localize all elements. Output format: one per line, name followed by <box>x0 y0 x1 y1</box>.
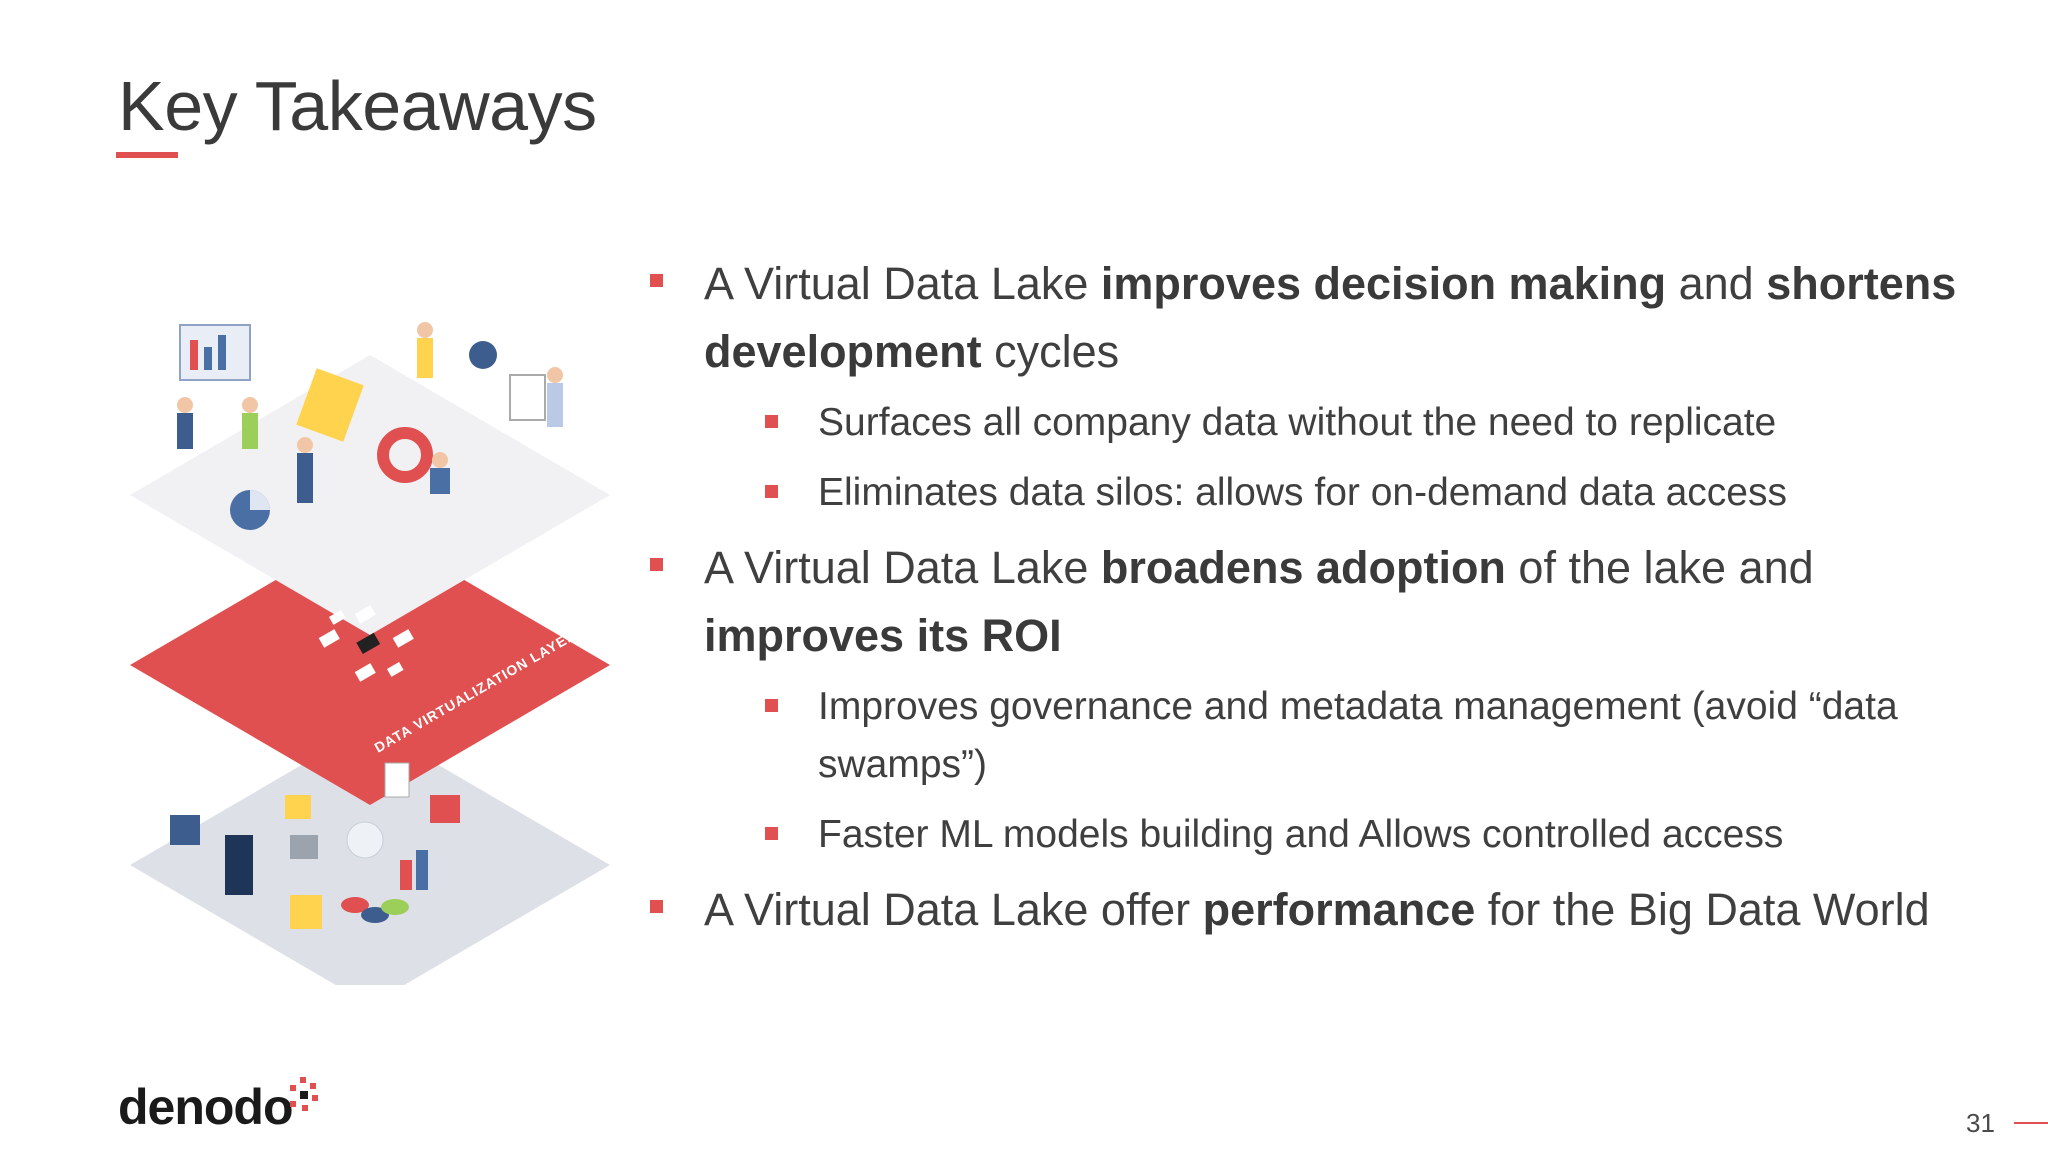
bullet-text: A Virtual Data Lake offer performance fo… <box>704 884 1930 935</box>
bullet-marker <box>765 699 778 712</box>
subbullet-governance: Improves governance and metadata managem… <box>648 678 1978 794</box>
subbullet-surfaces-data: Surfaces all company data without the ne… <box>648 394 1978 452</box>
slide-title: Key Takeaways <box>118 67 597 145</box>
bullet-broadens-adoption: A Virtual Data Lake broadens adoption of… <box>648 534 1978 670</box>
bullet-text: A Virtual Data Lake broadens adoption of… <box>704 542 1814 661</box>
bullet-text: Improves governance and metadata managem… <box>818 685 1898 786</box>
bullet-text: A Virtual Data Lake improves decision ma… <box>704 258 1957 377</box>
page-number-line <box>2014 1122 2048 1124</box>
subbullet-eliminates-silos: Eliminates data silos: allows for on-dem… <box>648 464 1978 522</box>
bullet-marker <box>650 558 663 571</box>
bullet-marker <box>650 274 663 287</box>
data-source-icons <box>170 762 460 929</box>
people-icons <box>177 322 563 530</box>
takeaways-list: A Virtual Data Lake improves decision ma… <box>648 250 1978 952</box>
data-virtualization-illustration: DATA VIRTUALIZATION LAYER <box>130 322 610 985</box>
bullet-decision-making: A Virtual Data Lake improves decision ma… <box>648 250 1978 386</box>
page-number: 31 <box>1966 1108 1995 1138</box>
bullet-text: Eliminates data silos: allows for on-dem… <box>818 471 1787 514</box>
bullet-marker <box>765 415 778 428</box>
bullet-text: Faster ML models building and Allows con… <box>818 813 1784 856</box>
bullet-marker <box>765 485 778 498</box>
bullet-marker <box>765 827 778 840</box>
bullet-text: Surfaces all company data without the ne… <box>818 401 1777 444</box>
denodo-center-mark <box>318 605 414 682</box>
denodo-logo-dots-icon <box>290 1077 318 1111</box>
denodo-logo: denodo <box>118 1079 294 1135</box>
bullet-marker <box>650 900 663 913</box>
bullet-performance: A Virtual Data Lake offer performance fo… <box>648 876 1978 944</box>
subbullet-ml-models: Faster ML models building and Allows con… <box>648 806 1978 864</box>
title-underline <box>116 152 178 158</box>
